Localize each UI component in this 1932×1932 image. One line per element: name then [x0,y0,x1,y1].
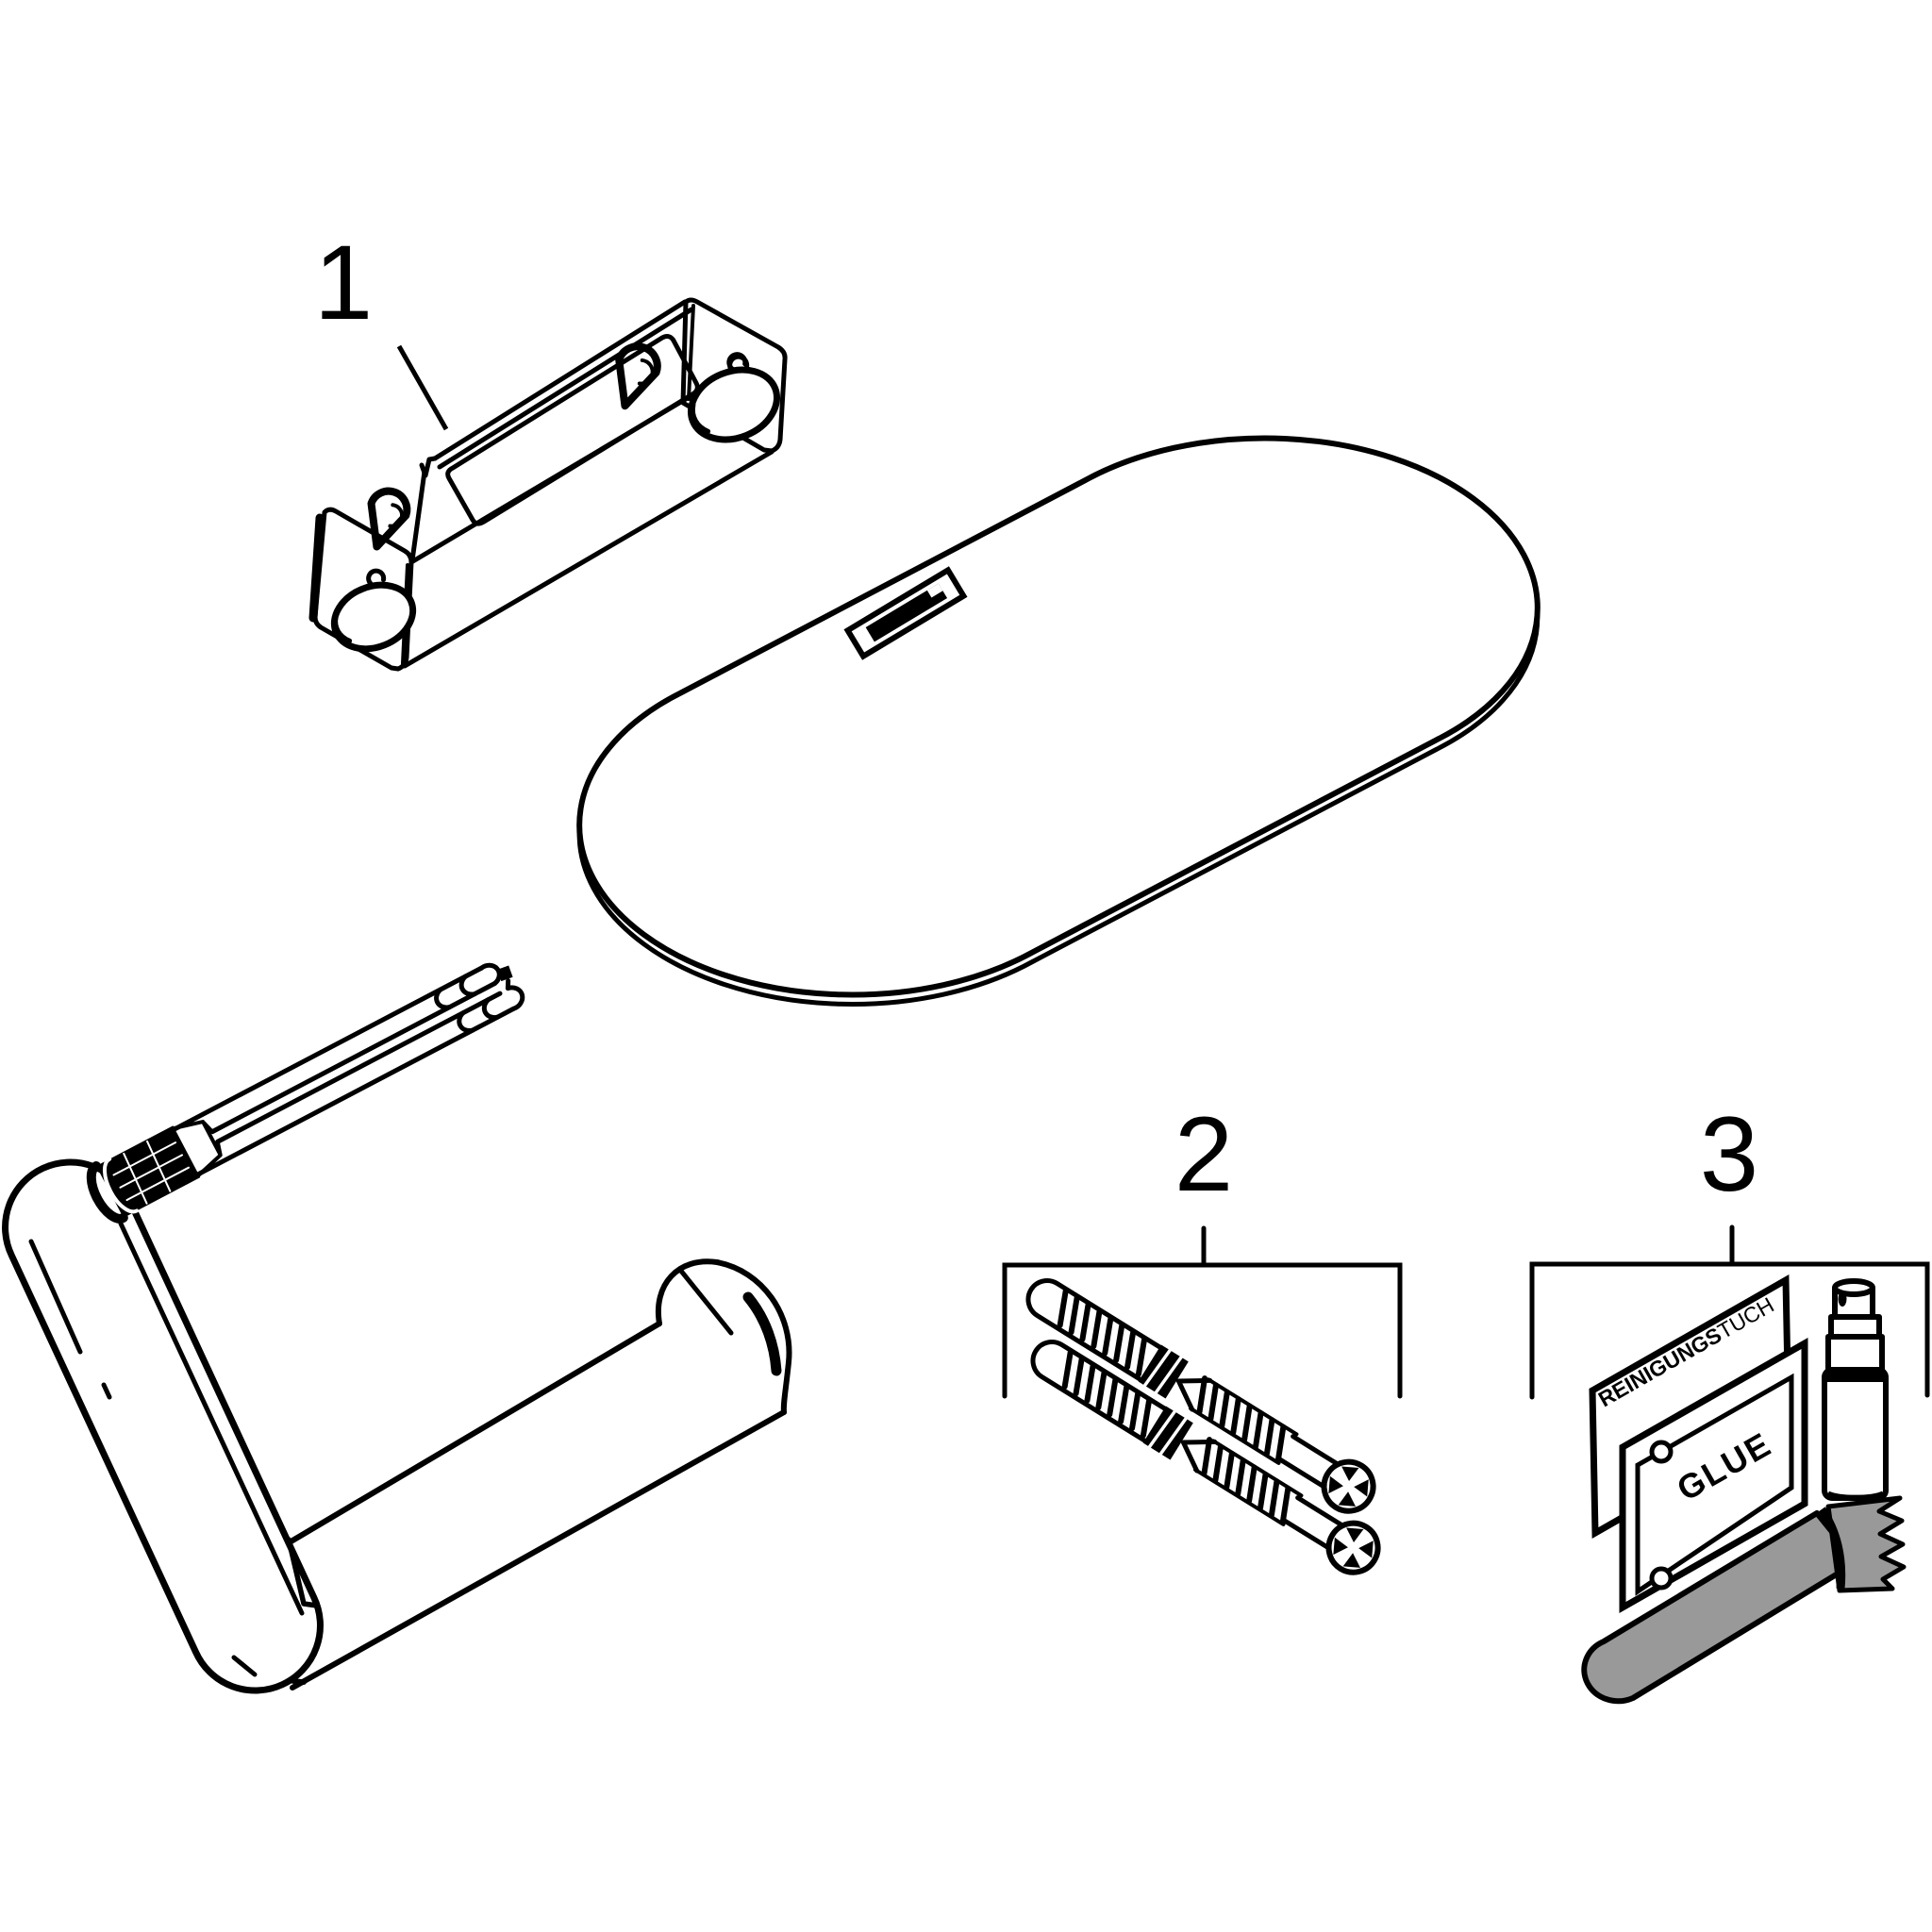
svg-text:3: 3 [1700,1095,1758,1213]
svg-text:1: 1 [314,224,373,341]
svg-text:2: 2 [1174,1095,1233,1213]
